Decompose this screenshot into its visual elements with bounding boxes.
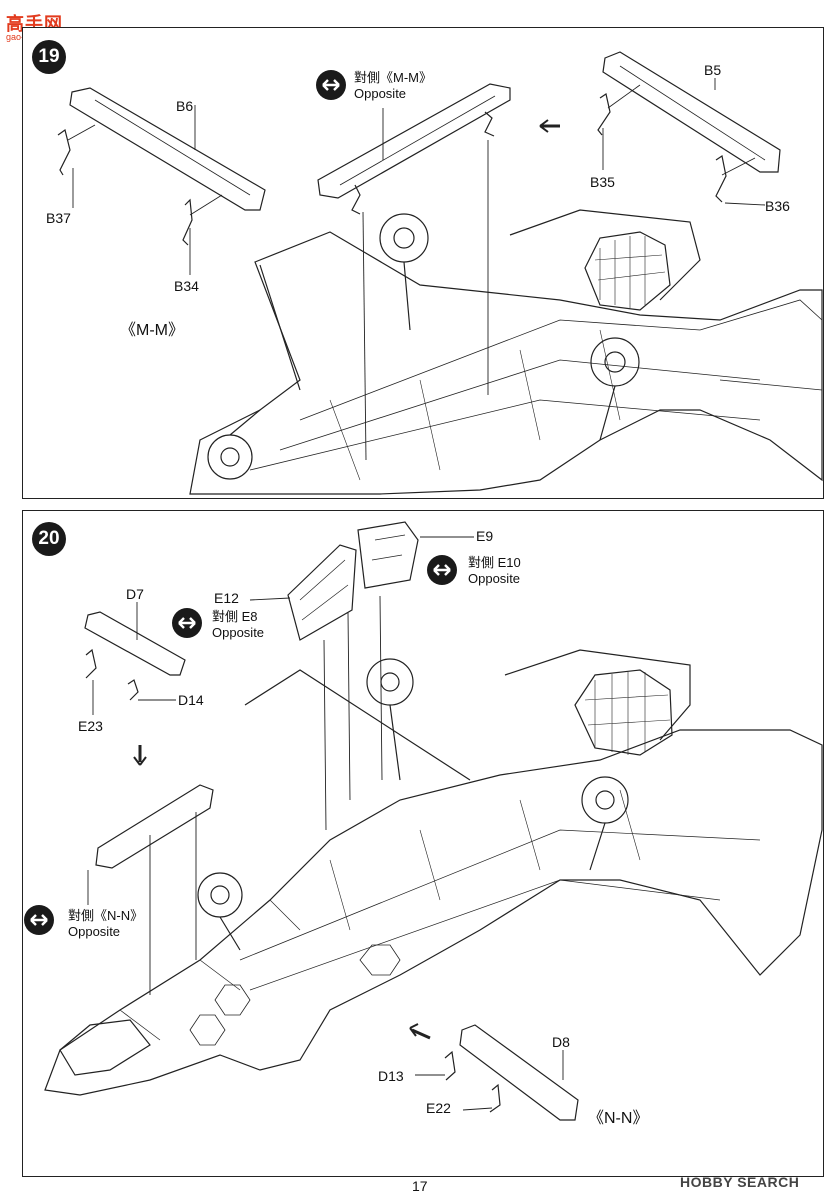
opposite-note-en: Opposite [354, 86, 407, 101]
opposite-note-en: Opposite [212, 625, 265, 640]
aircraft-20-outline [44, 729, 823, 1096]
opposite-icon [24, 905, 54, 935]
opposite-note-en: Opposite [68, 924, 121, 939]
step-20-panel [22, 510, 824, 1177]
callout-d13: D13 [378, 1068, 404, 1084]
callout-b6: B6 [176, 98, 194, 114]
callout-e12: E12 [214, 590, 239, 606]
part-e9-shape [357, 521, 419, 589]
callout-e23: E23 [78, 718, 103, 734]
opposite-icon [427, 555, 457, 585]
callout-b35: B35 [590, 174, 615, 190]
nose-wheel-20 [366, 658, 414, 706]
opposite-note-e8: 對側 E8 Opposite [212, 609, 264, 641]
step-19-badge: 19 [32, 40, 66, 74]
callout-e22: E22 [426, 1100, 451, 1116]
part-d8-shape [459, 1024, 579, 1121]
callout-b36: B36 [765, 198, 790, 214]
part-b34-shape [182, 198, 193, 246]
canopy-20 [59, 1019, 151, 1076]
part-e23-shape [85, 648, 97, 679]
part-b36-shape [715, 155, 727, 203]
engine-nozzle-20 [574, 669, 673, 756]
part-center-beam-shape [317, 83, 511, 199]
opposite-note-en: Opposite [468, 571, 521, 586]
main-wheel-20-left [197, 872, 243, 918]
page-number: 17 [412, 1178, 428, 1194]
part-b37-shape [57, 128, 71, 176]
part-e22-shape [489, 1083, 501, 1113]
callout-b34: B34 [174, 278, 199, 294]
part-d7-shape [84, 611, 186, 676]
callout-b37: B37 [46, 210, 71, 226]
section-label-nn: 《N-N》 [588, 1110, 649, 1127]
opposite-note-e10: 對側 E10 Opposite [468, 555, 521, 587]
opposite-icon [316, 70, 346, 100]
part-nn-panel-shape [95, 784, 214, 869]
aircraft-19-outline [189, 231, 823, 495]
engine-nozzle-19 [584, 231, 671, 311]
footer-brand-watermark: HOBBY SEARCH [680, 1174, 800, 1190]
part-d13-shape [444, 1050, 456, 1081]
callout-d14: D14 [178, 692, 204, 708]
part-e12-shape [287, 544, 357, 641]
callout-e9: E9 [476, 528, 494, 544]
opposite-note-cn: 對側《N-N》 [68, 908, 144, 923]
opposite-note-cn: 對側《M-M》 [354, 70, 432, 85]
callout-b5: B5 [704, 62, 722, 78]
step-19-panel [22, 27, 824, 499]
opposite-note-nn: 對側《N-N》 Opposite [68, 908, 143, 940]
callout-d8: D8 [552, 1034, 570, 1050]
part-b6-shape [69, 87, 266, 211]
opposite-note-cn: 對側 E8 [212, 609, 258, 624]
opposite-icon [172, 608, 202, 638]
part-d14-shape [127, 679, 139, 701]
part-b5-shape [602, 51, 781, 173]
opposite-note-mm: 對側《M-M》 Opposite [354, 70, 432, 102]
section-label-mm: 《M-M》 [120, 322, 184, 339]
callout-d7: D7 [126, 586, 144, 602]
main-wheel-20-right [581, 776, 629, 824]
part-b35-shape [597, 93, 611, 136]
opposite-note-cn: 對側 E10 [468, 555, 521, 570]
step-20-badge: 20 [32, 522, 66, 556]
